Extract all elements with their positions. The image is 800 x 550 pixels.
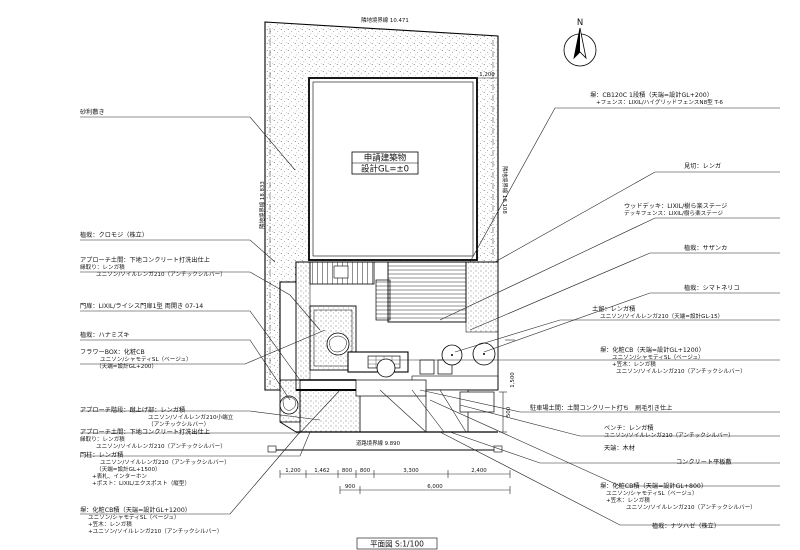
label-left-0: 砂利敷き: [80, 108, 105, 116]
labels-left: 砂利敷き 植栽：クロモジ（株立） アプローチ土間：下地コンクリート打洗出仕上 縁…: [80, 108, 234, 535]
dim-7: 900: [345, 484, 356, 490]
dim-1: 1,200: [285, 468, 301, 474]
building-gl: 設計GL=±0: [361, 164, 409, 175]
label-right-6-sub1: +笠木：レンガ積: [612, 360, 656, 368]
label-right-3: 植栽：サザンカ: [684, 244, 727, 252]
road-boundary-label: 道路境界線 9.890: [356, 439, 401, 447]
label-right-4: 植栽：シマトネリコ: [684, 284, 740, 292]
label-right-2: ウッドデッキ：LIXIL/樹ら楽ステージ: [624, 202, 727, 210]
label-right-10: コンクリート平板敷: [676, 458, 732, 466]
right-boundary-label: 隣地境界線 18.108: [501, 166, 509, 214]
label-right-5: 土留：レンガ積: [592, 305, 635, 313]
dim-small-right: 1,500: [510, 372, 516, 388]
label-left-7: アプローチ土間：下地コンクリート打洗出仕上: [80, 428, 210, 436]
labels-right: 塀：CB120C 1段積（天端=設計GL+200） +フェンス：LIXIL/ハイ…: [530, 91, 756, 530]
label-right-8: ベンチ：レンガ積: [604, 424, 654, 432]
dimension-lines: [279, 339, 515, 494]
leader-lines-right: [400, 107, 780, 526]
label-right-9: 天端：木材: [604, 444, 635, 452]
label-left-8-sub2: +表札、インターホン: [92, 472, 147, 480]
label-left-7-sub1: ユニソン/ソイルレンガ210（アンチックシルバー）: [96, 442, 226, 450]
north-label: N: [577, 18, 583, 28]
label-left-5-sub1: （天端=設計GL+200）: [96, 362, 157, 370]
building: [308, 77, 478, 261]
label-left-1: 植栽：クロモジ（株立）: [80, 231, 148, 239]
label-right-11-sub0: ユニソン/シャモティSL（ベージュ）: [606, 490, 698, 497]
label-right-6-sub2: ユニソン/ソイルレンガ210（アンチックシルバー）: [616, 367, 746, 375]
label-right-8-sub0: ユニソン/ソイルレンガ210（アンチックシルバー）: [604, 431, 734, 439]
label-right-0-sub0: +フェンス：LIXIL/ハイグリッドフェンスN8型 T-6: [596, 98, 723, 106]
dim-2: 1,462: [314, 468, 329, 474]
label-right-11-sub1: +笠木：レンガ積: [606, 496, 650, 504]
label-right-11-sub2: ユニソン/ソイルレンガ210（アンチックシルバー）: [626, 503, 756, 511]
label-right-1: 見切：レンガ: [684, 162, 721, 170]
label-left-8-sub0: ユニソン/ソイルレンガ210（アンチックシルバー）: [100, 458, 230, 466]
label-left-4: 植栽：ハナミズキ: [80, 331, 130, 339]
label-left-6-sub1: （アンチックシルバー）: [148, 421, 209, 428]
label-left-9-sub1: +笠木：レンガ積: [88, 520, 132, 528]
label-left-6-sub0: ユニソン/ソイルレンガ210小端立: [148, 413, 234, 421]
dim-5: 3,300: [403, 468, 419, 474]
label-left-2-sub0: 縁取り：レンガ積: [80, 263, 125, 271]
label-left-5-sub0: ユニソン/シャモティSL（ベージュ）: [100, 356, 192, 363]
north-arrow: [563, 27, 597, 67]
label-right-11: 塀：化粧CB積（天端=設計GL+800）: [600, 482, 707, 490]
dim-4: 800: [360, 468, 371, 474]
dim-6: 2,400: [471, 468, 487, 474]
top-boundary-label: 隣地境界線 10.471: [361, 16, 409, 24]
dim-top-right: 1,200: [479, 72, 495, 78]
label-left-2: アプローチ土間：下地コンクリート打洗出仕上: [80, 256, 210, 264]
building-title: 申請建築物: [364, 153, 407, 164]
label-left-8-sub1: （天端=設計GL+1500）: [96, 465, 161, 473]
label-left-7-sub0: 縁取り：レンガ積: [80, 435, 125, 443]
label-left-8-sub3: +ポスト：LIXIL/エクスポスト（縦型）: [92, 479, 190, 487]
dim-vertical: 500: [506, 406, 512, 417]
leader-lines-left: [80, 116, 341, 515]
label-right-6: 塀：化粧CB（天端=設計GL+1200）: [600, 346, 705, 354]
label-right-2-sub0: デッキフェンス：LIXIL/樹ら楽ステージ: [624, 209, 723, 217]
label-right-0: 塀：CB120C 1段積（天端=設計GL+200）: [590, 91, 713, 99]
label-left-9: 塀：化粧CB積（天端=設計GL+1200）: [80, 506, 191, 514]
label-right-7: 駐車場土間：土間コンクリート打ち 刷毛引き仕上: [530, 404, 672, 412]
label-left-6: アプローチ階段：蹴上げ部：レンガ積: [80, 406, 185, 414]
label-left-8: 門柱：レンガ積: [80, 451, 123, 459]
label-left-5: フラワーBOX：化粧CB: [80, 348, 145, 356]
dim-8: 6,000: [427, 484, 443, 490]
dim-3: 800: [342, 468, 353, 474]
left-boundary-label: 隣地境界線 18.833: [258, 181, 266, 229]
label-right-6-sub0: ユニソン/シャモティSL（ベージュ）: [612, 354, 704, 361]
label-left-9-sub2: +ユニソン/ソイルレンガ210（アンチックシルバー）: [88, 527, 223, 535]
label-right-12: 植栽：ナツハゼ（株立）: [652, 522, 720, 530]
drawing-caption: 平面図 S:1/100: [370, 540, 424, 549]
label-left-2-sub1: ユニソン/ソイルレンガ210（アンチックシルバー）: [96, 270, 226, 278]
label-right-5-sub0: ユニソン/ソイルレンガ210（天端=設計GL-15）: [600, 312, 723, 320]
label-left-3: 門扉：LIXIL/ライシス門扉1型 両開き 07-14: [80, 302, 203, 310]
label-left-9-sub0: ユニソン/シャモティSL（ベージュ）: [88, 514, 180, 521]
